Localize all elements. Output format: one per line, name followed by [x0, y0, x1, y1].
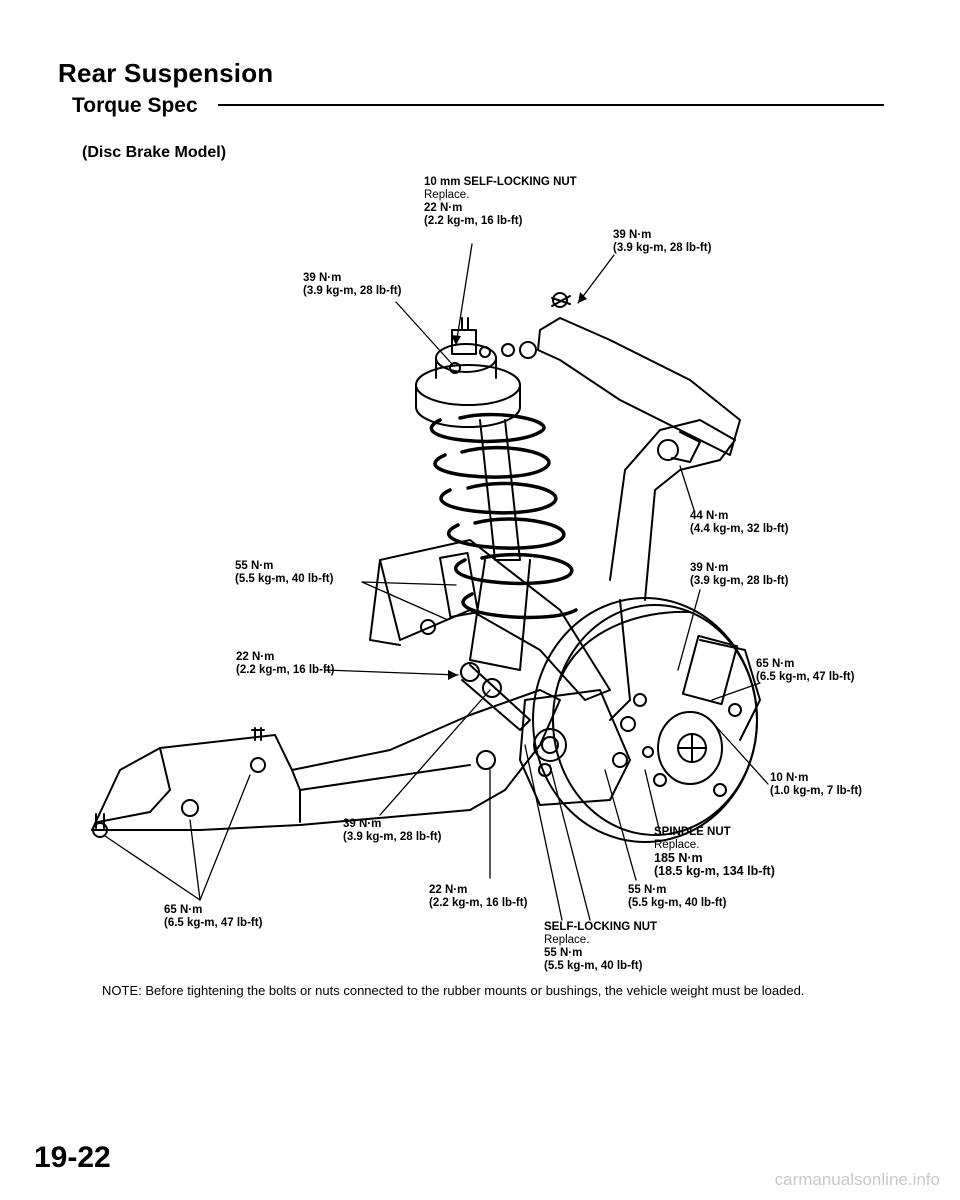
caliper-bracket — [519, 689, 636, 806]
label-right-44: 44 N·m (4.4 kg-m, 32 lb-ft) — [690, 510, 789, 535]
coil-spring — [429, 412, 578, 620]
label-left-22: 22 N·m (2.2 kg-m, 16 lb-ft) — [236, 651, 335, 676]
upper-arm — [501, 292, 741, 463]
page-number: 19-22 — [34, 1141, 111, 1174]
label-right-10: 10 N·m (1.0 kg-m, 7 lb-ft) — [770, 772, 863, 797]
label-right-39: 39 N·m (3.9 kg-m, 28 lb-ft) — [690, 562, 789, 587]
shock-absorber — [415, 317, 531, 671]
label-mid-39: 39 N·m (3.9 kg-m, 28 lb-ft) — [343, 818, 442, 843]
label-bottom-65: 65 N·m (6.5 kg-m, 47 lb-ft) — [164, 904, 263, 929]
label-bottom-22: 22 N·m (2.2 kg-m, 16 lb-ft) — [429, 884, 528, 909]
trailing-arm — [91, 689, 561, 838]
label-self-locking-nut: SELF-LOCKING NUT Replace. 55 N·m (5.5 kg… — [544, 921, 658, 972]
model-caption: (Disc Brake Model) — [82, 144, 227, 161]
label-right-65: 65 N·m (6.5 kg-m, 47 lb-ft) — [756, 658, 855, 683]
brake-disc — [532, 597, 761, 843]
page-title: Rear Suspension — [58, 58, 274, 88]
label-spindle-nut: SPINDLE NUT Replace. 185 N·m (18.5 kg-m,… — [654, 826, 775, 878]
label-top-right-39: 39 N·m (3.9 kg-m, 28 lb-ft) — [613, 229, 712, 254]
note-text: NOTE: Before tightening the bolts or nut… — [102, 983, 805, 998]
label-left-55: 55 N·m (5.5 kg-m, 40 lb-ft) — [235, 560, 334, 585]
section-rule — [218, 104, 884, 106]
section-title: Torque Spec — [72, 94, 198, 117]
lower-arm — [369, 539, 611, 770]
label-bottom-55: 55 N·m (5.5 kg-m, 40 lb-ft) — [628, 884, 727, 909]
label-top-nut: 10 mm SELF-LOCKING NUT Replace. 22 N·m (… — [424, 176, 577, 227]
leader-lines — [104, 243, 769, 921]
label-top-left-39: 39 N·m (3.9 kg-m, 28 lb-ft) — [303, 272, 402, 297]
footer-watermark: carmanualsonline.info — [774, 1170, 940, 1189]
